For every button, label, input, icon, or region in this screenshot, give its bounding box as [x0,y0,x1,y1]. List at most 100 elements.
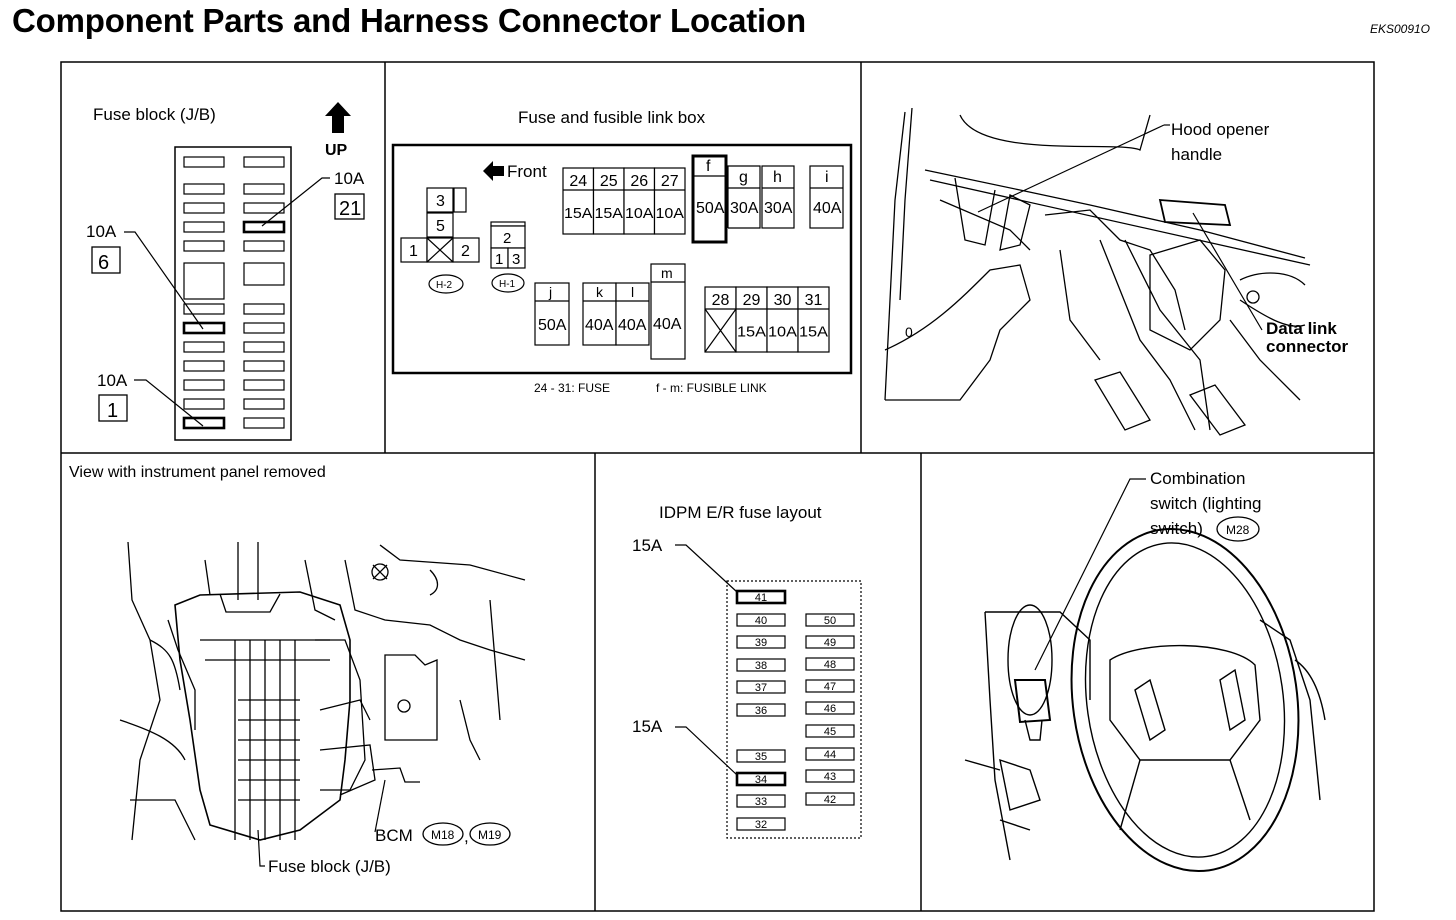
fuse-slot [243,183,285,195]
highlighted-fuse-slot [242,220,286,234]
relay-num: 1 [409,243,418,260]
idpm-fuse-number: 43 [824,771,836,783]
legend-fuse: 24 - 31: FUSE [534,381,610,395]
fusible-links-j-m [534,263,686,360]
fuse-slot [183,341,225,353]
fuse-slot [183,398,225,410]
bcm-separator: , [464,827,469,846]
link-amp: 30A [730,200,759,217]
idpm-fuse-slot [736,817,786,831]
bcm-connector-m19 [469,822,511,846]
leader-line [134,379,204,427]
link-num: k [596,284,604,300]
connector-m28-badge [1216,516,1260,542]
idpm-fuse-number: 33 [755,796,767,808]
hood-opener-label-2: handle [1171,145,1222,164]
callout-num-21: 21 [339,198,361,220]
fuse-block-slots [182,156,286,430]
relay-num: 1 [495,251,503,268]
relay-num: 2 [461,243,470,260]
hood-opener-label-1: Hood opener [1171,120,1270,139]
idpm-fuse-number: 34 [755,774,767,786]
idpm-heading: IDPM E/R fuse layout [659,503,822,522]
hood-panel-labels: Hood opener handle Data link connector [977,120,1349,356]
fuse-rating: 15A [737,324,766,341]
document-code: EKS0091O [1369,22,1430,36]
idpm-fuse-slot [736,749,786,763]
fuse-slot [243,156,285,168]
fuse-slot [183,202,225,214]
bcm-connector-m19-label: M19 [478,828,502,842]
fuse-slot [183,156,225,168]
panel-grid [60,61,1375,912]
fuse-slot [243,240,285,252]
page-title: Component Parts and Harness Connector Lo… [12,2,806,39]
link-num: f [706,158,711,175]
relay-h1 [490,221,526,269]
front-label: Front [507,162,547,181]
relay-num: 5 [436,218,445,235]
fuse-rating: 10A [768,324,797,341]
fuse-cell [735,286,768,353]
combination-label-1: Combination [1150,469,1245,488]
fuse-cell [797,286,830,353]
up-arrow-icon [325,102,351,133]
callout-box-1 [98,394,128,422]
link-num: j [548,284,552,300]
fuse-slot [243,360,285,372]
connector-h1-label: H-1 [499,279,516,290]
fuse-rating: 15A [799,324,828,341]
fusible-box-heading: Fuse and fusible link box [518,108,706,127]
idpm-fuse-number: 50 [824,615,836,627]
fusible-link-f [691,154,728,244]
callout-box-21 [334,193,365,220]
fuse-cell [623,167,656,235]
callout-num-6: 6 [98,252,109,274]
idpm-fuse-slot [736,794,786,808]
highlighted-fuse-slot [182,416,226,430]
idpm-fuse-slot [805,724,855,738]
link-num: m [661,265,673,281]
fuse-block-heading: Fuse block (J/B) [93,105,216,124]
idpm-fuse-number: 41 [755,592,767,604]
idpm-fuse-number: 37 [755,682,767,694]
idpm-fuse-slot [805,679,855,693]
idpm-callout-top: 15A [632,536,663,555]
fuse-cell [766,286,799,353]
fuse-slot [183,360,225,372]
combination-label-2: switch (lighting [1150,494,1262,513]
instrument-fuse-block-label: Fuse block (J/B) [268,857,391,876]
idpm-fuse-slot [736,680,786,694]
fuse-number: 25 [600,173,618,190]
link-amp: 30A [764,200,793,217]
fuse-slot [243,417,285,429]
svg-text:0: 0 [905,324,913,340]
fuse-slot [243,398,285,410]
relay-num: 3 [512,251,520,268]
data-link-label-2: connector [1266,337,1349,356]
link-num: g [739,169,748,186]
fuse-slot [183,221,225,233]
idpm-fuse-number: 39 [755,637,767,649]
fuse-slot [183,183,225,195]
idpm-fuse-number: 45 [824,726,836,738]
callout-num-1: 1 [107,400,118,422]
callout-box-6 [91,246,121,274]
connector-m28-label: M28 [1226,523,1250,537]
fuse-slot [243,341,285,353]
idpm-fuse-number: 49 [824,637,836,649]
idpm-fuse-number: 47 [824,681,836,693]
connector-h2-label: H-2 [436,280,453,291]
idpm-fuse-slot [735,589,787,605]
idpm-fuse-slot [735,771,787,787]
leader-line [261,177,330,227]
fuse-cell [653,167,686,235]
idpm-fuse-number: 36 [755,705,767,717]
idpm-callout-mid: 15A [632,717,663,736]
fuse-number: 27 [661,173,679,190]
combination-switch-panel: Combination switch (lighting switch) M28 [964,469,1326,873]
fusible-link-box-panel: Fuse and fusible link box Front 3 5 1 2 … [391,108,853,395]
fuse-number: 29 [743,292,761,309]
relay-h2-spacer [453,187,467,213]
